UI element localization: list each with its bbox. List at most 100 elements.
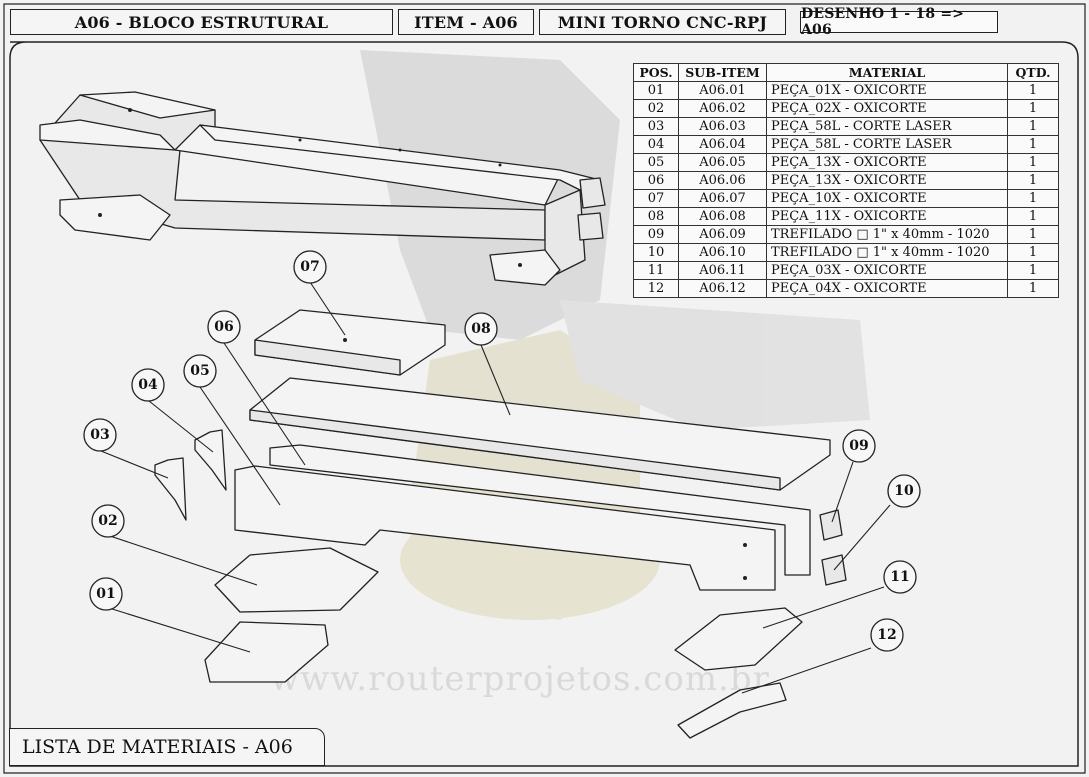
balloon-03: 03 [83,418,117,452]
cell-pos: 01 [633,81,679,100]
cell-qtd: 1 [1007,279,1059,298]
part-01 [204,621,329,683]
cell-pos: 11 [633,261,679,280]
cell-material: PEÇA_13X - OXICORTE [766,171,1008,190]
balloon-05: 05 [183,354,217,388]
balloon-02: 02 [91,504,125,538]
cell-sub-item: A06.11 [678,261,767,280]
cell-pos: 04 [633,135,679,154]
balloon-01: 01 [89,577,123,611]
part-09 [819,509,843,541]
balloon-12: 12 [870,618,904,652]
cell-material: PEÇA_10X - OXICORTE [766,189,1008,208]
cell-qtd: 1 [1007,117,1059,136]
cell-pos: 03 [633,117,679,136]
cell-material: TREFILADO □ 1" x 40mm - 1020 [766,243,1008,262]
balloon-09: 09 [842,429,876,463]
balloon-11: 11 [883,560,917,594]
cell-qtd: 1 [1007,135,1059,154]
cell-material: PEÇA_58L - CORTE LASER [766,135,1008,154]
item-label: ITEM - A06 [398,9,534,35]
footer-title: LISTA DE MATERIAIS - A06 [9,728,325,766]
cell-sub-item: A06.07 [678,189,767,208]
cell-qtd: 1 [1007,189,1059,208]
drawing-border [9,41,1079,767]
cell-sub-item: A06.02 [678,99,767,118]
cell-material: PEÇA_04X - OXICORTE [766,279,1008,298]
sheet-number: DESENHO 1 - 18 => A06 [800,6,998,38]
col-material: MATERIAL [766,63,1008,82]
cell-material: PEÇA_03X - OXICORTE [766,261,1008,280]
col-qtd: QTD. [1007,63,1059,82]
svg-text:01: 01 [96,586,115,602]
svg-text:04: 04 [138,377,158,393]
cell-sub-item: A06.09 [678,225,767,244]
svg-text:07: 07 [300,259,319,275]
svg-text:10: 10 [894,483,914,499]
balloon-04: 04 [131,368,165,402]
svg-text:03: 03 [90,427,109,443]
svg-text:02: 02 [98,513,117,529]
svg-text:08: 08 [471,321,490,337]
svg-text:11: 11 [890,569,909,585]
cell-sub-item: A06.10 [678,243,767,262]
cell-material: PEÇA_11X - OXICORTE [766,207,1008,226]
part-12 [677,682,787,739]
cell-sub-item: A06.03 [678,117,767,136]
cell-qtd: 1 [1007,243,1059,262]
cell-qtd: 1 [1007,261,1059,280]
cell-pos: 08 [633,207,679,226]
part-06 [269,444,811,576]
cell-material: TREFILADO □ 1" x 40mm - 1020 [766,225,1008,244]
balloon-06: 06 [207,310,241,344]
cell-pos: 06 [633,171,679,190]
cell-material: PEÇA_01X - OXICORTE [766,81,1008,100]
cell-qtd: 1 [1007,81,1059,100]
part-04 [194,429,227,491]
table-header-row: POS. SUB-ITEM MATERIAL QTD. [633,63,1059,82]
svg-text:06: 06 [214,319,233,335]
leader-lines [100,281,891,694]
cell-sub-item: A06.12 [678,279,767,298]
cell-qtd: 1 [1007,225,1059,244]
cell-pos: 09 [633,225,679,244]
cell-qtd: 1 [1007,153,1059,172]
watermark-text: www.routerprojetos.com.br [270,659,770,699]
cell-sub-item: A06.05 [678,153,767,172]
balloon-08: 08 [464,312,498,346]
assembled-block-view [39,91,606,286]
col-pos: POS. [633,63,679,82]
part-05 [234,465,776,591]
block-title: A06 - BLOCO ESTRUTURAL [10,9,393,35]
balloon-07: 07 [293,250,327,284]
cell-pos: 07 [633,189,679,208]
cell-material: PEÇA_13X - OXICORTE [766,153,1008,172]
balloon-10: 10 [887,474,921,508]
svg-text:09: 09 [849,438,868,454]
cell-pos: 10 [633,243,679,262]
svg-text:12: 12 [877,627,896,643]
cell-pos: 02 [633,99,679,118]
cell-pos: 05 [633,153,679,172]
cell-material: PEÇA_02X - OXICORTE [766,99,1008,118]
svg-text:05: 05 [190,363,209,379]
cell-pos: 12 [633,279,679,298]
part-03 [154,457,187,521]
cell-qtd: 1 [1007,99,1059,118]
cell-sub-item: A06.04 [678,135,767,154]
